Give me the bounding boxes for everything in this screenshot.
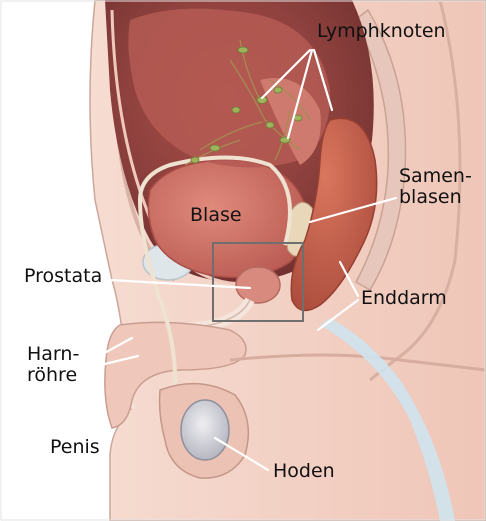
label-harnroehre-line2: röhre xyxy=(27,365,79,386)
label-prostata: Prostata xyxy=(24,266,102,287)
label-samenblasen-line1: Samen- xyxy=(399,166,472,187)
label-harnroehre: Harn- röhre xyxy=(27,344,79,386)
label-samenblasen-line2: blasen xyxy=(399,187,472,208)
prostate xyxy=(236,267,280,303)
label-samenblasen: Samen- blasen xyxy=(399,166,472,208)
label-lymphknoten: Lymphknoten xyxy=(317,21,446,42)
label-hoden: Hoden xyxy=(273,461,335,482)
testis xyxy=(181,400,229,460)
label-harnroehre-line1: Harn- xyxy=(27,344,79,365)
label-enddarm: Enddarm xyxy=(361,288,447,309)
label-penis: Penis xyxy=(50,437,100,458)
label-blase: Blase xyxy=(190,205,242,226)
